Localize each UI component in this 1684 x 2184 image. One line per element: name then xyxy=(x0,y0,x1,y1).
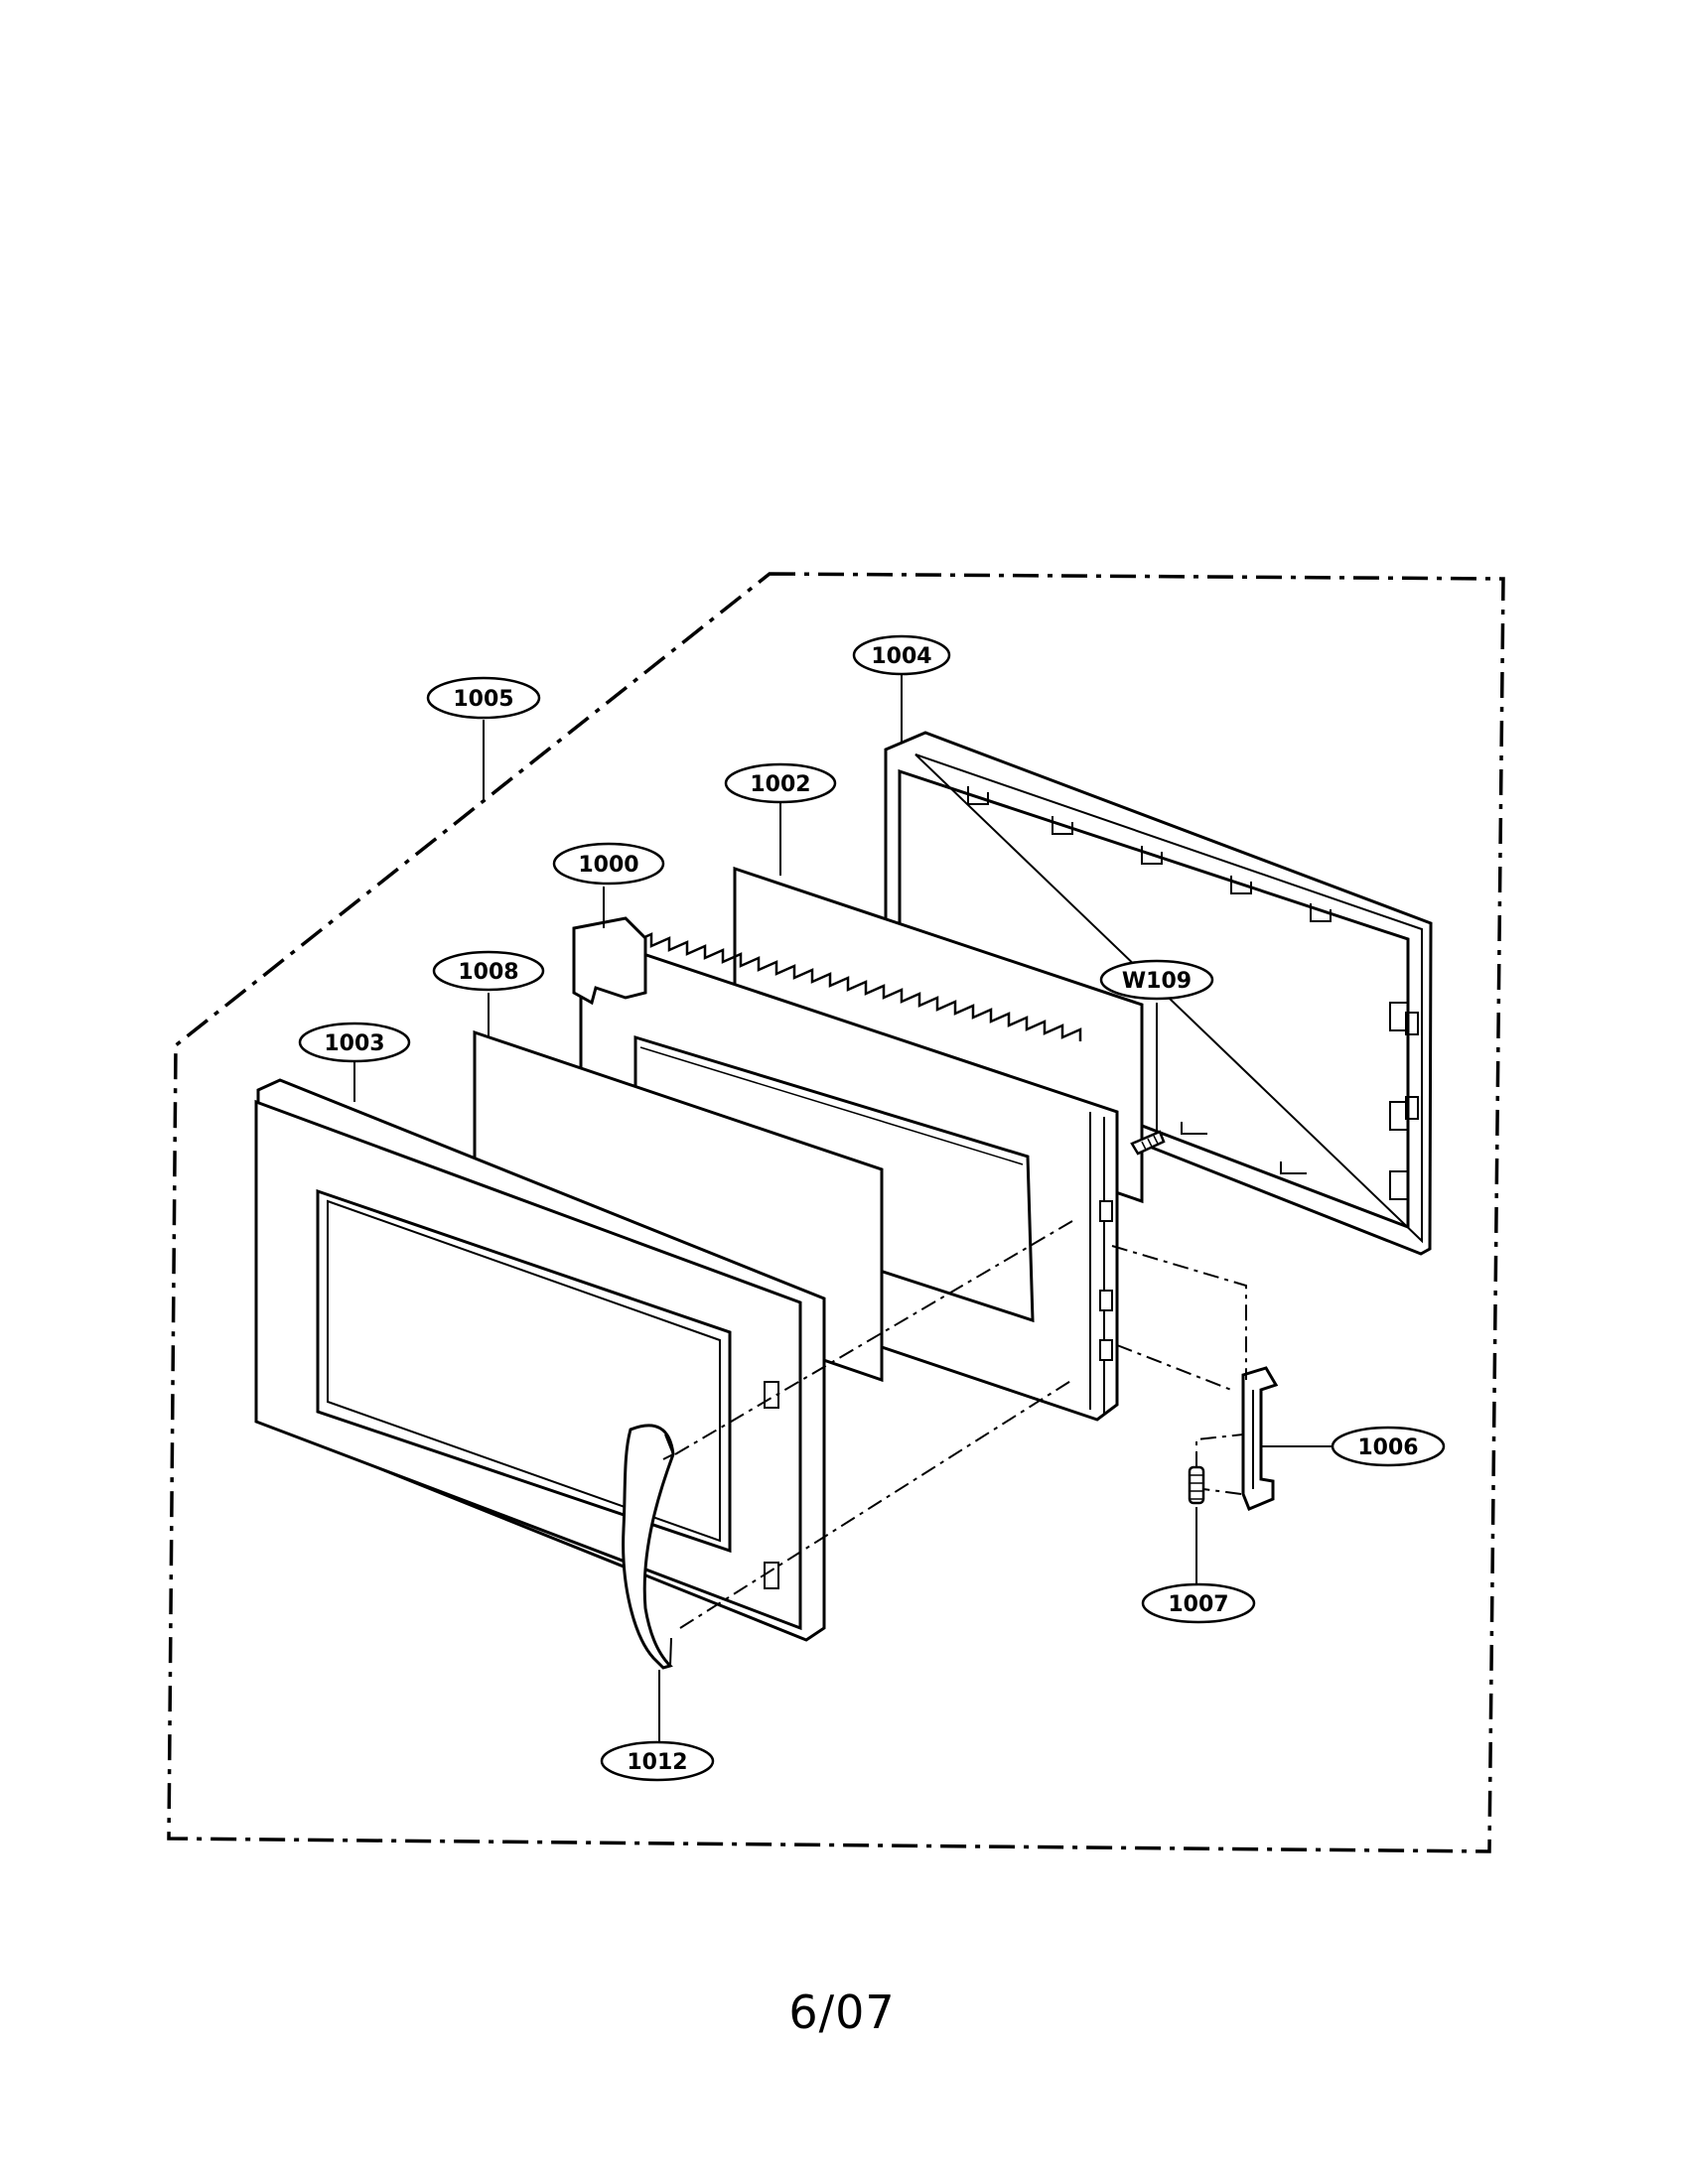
callout-oval-1003 xyxy=(298,1022,411,1063)
callout-oval-1008 xyxy=(432,950,545,992)
callout-label-1000: 1000 xyxy=(578,853,638,878)
page-code: 6/07 xyxy=(788,1985,896,2039)
assembly-boundary xyxy=(167,572,1505,1853)
part-1007-spring xyxy=(1188,1465,1205,1505)
callout-label-1002: 1002 xyxy=(750,772,810,797)
callout-oval-1007 xyxy=(1141,1582,1256,1624)
leader-lines xyxy=(353,673,1333,1747)
part-W109-screw xyxy=(1130,1130,1166,1156)
callout-label-1005: 1005 xyxy=(453,687,513,712)
callout-oval-W109 xyxy=(1099,959,1214,1001)
callout-label-W109: W109 xyxy=(1122,969,1192,994)
callout-oval-1002 xyxy=(724,762,837,804)
callout-label-1012: 1012 xyxy=(627,1750,687,1775)
part-1006-latch-lever xyxy=(1241,1366,1279,1511)
callout-oval-1012 xyxy=(600,1740,715,1782)
callout-oval-1005 xyxy=(426,676,541,720)
part-1012-handle xyxy=(622,1424,675,1670)
callouts xyxy=(298,634,1446,1782)
callout-oval-1004 xyxy=(852,634,951,676)
callout-label-1008: 1008 xyxy=(458,960,518,985)
callout-label-1003: 1003 xyxy=(324,1031,384,1056)
callout-oval-1006 xyxy=(1331,1426,1446,1467)
callout-label-1004: 1004 xyxy=(871,644,931,669)
callout-label-1007: 1007 xyxy=(1168,1592,1228,1617)
assembly-lines xyxy=(674,1220,1247,1629)
callout-oval-1000 xyxy=(552,842,665,886)
callout-label-1006: 1006 xyxy=(1357,1435,1418,1460)
callout-labels: 1005 1004 1002 1000 1008 1003 W109 1006 … xyxy=(324,644,1418,1775)
